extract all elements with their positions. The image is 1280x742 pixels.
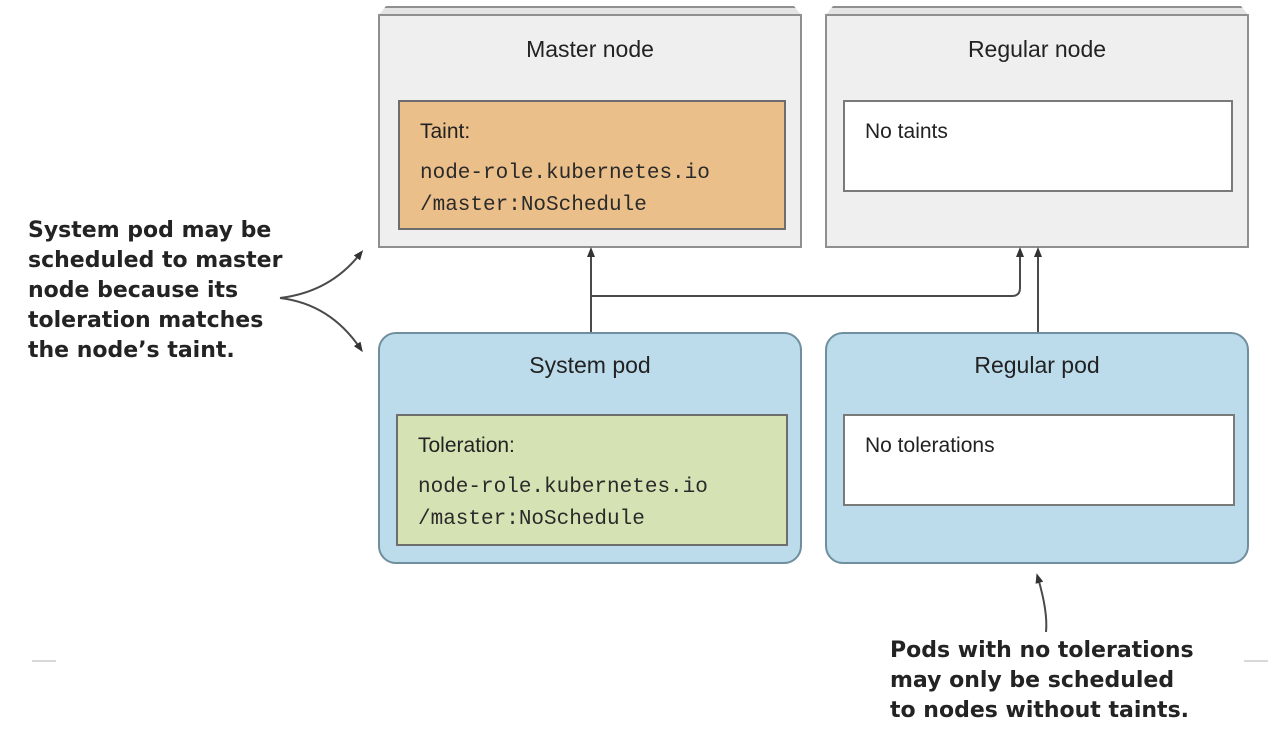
master-node: Master node Taint: node-role.kubernetes.… — [378, 14, 802, 248]
taint-label: Taint: — [420, 120, 471, 143]
regular-pod-toleration-box: No tolerations — [843, 414, 1235, 506]
taint-value-line2: /master:NoSchedule — [420, 194, 647, 217]
regular-node-taint-box: No taints — [843, 100, 1233, 192]
no-tolerations-label: No tolerations — [865, 434, 995, 457]
left-callout-brace-upper — [279, 250, 364, 299]
left-callout-brace-lower — [279, 297, 363, 353]
master-node-taint-box: Taint: node-role.kubernetes.io/master:No… — [398, 100, 786, 230]
master-node-title: Master node — [526, 36, 654, 62]
system-pod: System pod Toleration: node-role.kuberne… — [378, 332, 802, 564]
system-pod-title: System pod — [529, 352, 651, 378]
regular-pod-title: Regular pod — [974, 352, 1100, 378]
system-pod-to-regular-node-arrow — [591, 247, 1024, 297]
toleration-label: Toleration: — [418, 434, 515, 457]
regular-node-title: Regular node — [967, 36, 1107, 62]
no-taints-label: No taints — [865, 120, 948, 143]
toleration-value: node-role.kubernetes.io/master:NoSchedul… — [418, 472, 708, 536]
taint-value-line1: node-role.kubernetes.io — [420, 162, 710, 185]
taint-value: node-role.kubernetes.io/master:NoSchedul… — [420, 158, 710, 222]
regular-pod: Regular pod No tolerations — [825, 332, 1249, 564]
left-edge-mark — [32, 660, 56, 662]
left-annotation: System pod may be scheduled to master no… — [28, 218, 283, 363]
toleration-value-line2: /master:NoSchedule — [418, 508, 645, 531]
bottom-annotation: Pods with no tolerations may only be sch… — [890, 638, 1194, 723]
right-edge-mark — [1244, 660, 1268, 662]
regular-node: Regular node No taints — [825, 14, 1249, 248]
system-pod-toleration-box: Toleration: node-role.kubernetes.io/mast… — [396, 414, 788, 546]
toleration-value-line1: node-role.kubernetes.io — [418, 476, 708, 499]
bottom-callout-arrow — [1035, 573, 1048, 633]
